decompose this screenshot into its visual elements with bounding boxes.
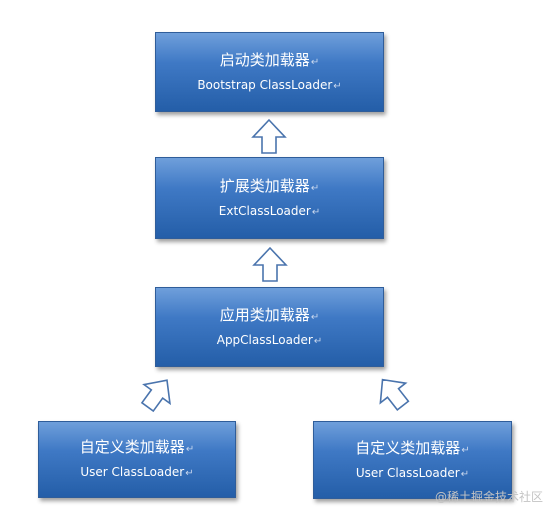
watermark-text: @稀土掘金技术社区 bbox=[434, 490, 543, 504]
bootstrap-classloader-subtitle: Bootstrap ClassLoader bbox=[197, 77, 333, 92]
user-classloader-right-subtitle: User ClassLoader bbox=[355, 465, 460, 480]
user-classloader-right-box: 自定义类加载器↵ User ClassLoader↵ bbox=[313, 421, 512, 499]
arrow-user-left-to-app-icon bbox=[140, 379, 171, 413]
paragraph-mark-icon: ↵ bbox=[310, 311, 320, 323]
paragraph-mark-icon: ↵ bbox=[460, 468, 470, 480]
arrow-app-to-ext-icon bbox=[252, 246, 288, 282]
paragraph-mark-icon: ↵ bbox=[185, 468, 194, 479]
paragraph-mark-icon: ↵ bbox=[461, 444, 470, 456]
paragraph-mark-icon: ↵ bbox=[313, 335, 323, 347]
app-classloader-title: 应用类加载器 bbox=[219, 305, 310, 324]
arrow-user-right-to-app-icon bbox=[379, 378, 410, 412]
ext-classloader-subtitle: ExtClassLoader bbox=[218, 203, 311, 218]
user-classloader-left-title: 自定义类加载器 bbox=[79, 438, 185, 456]
bootstrap-classloader-title: 启动类加载器 bbox=[219, 50, 310, 69]
bootstrap-classloader-box: 启动类加载器↵ Bootstrap ClassLoader↵ bbox=[155, 32, 384, 112]
paragraph-mark-icon: ↵ bbox=[310, 182, 320, 194]
paragraph-mark-icon: ↵ bbox=[310, 56, 320, 68]
app-classloader-box: 应用类加载器↵ AppClassLoader↵ bbox=[155, 287, 384, 367]
app-classloader-subtitle: AppClassLoader bbox=[216, 332, 313, 347]
user-classloader-left-box: 自定义类加载器↵ User ClassLoader↵ bbox=[38, 421, 236, 498]
paragraph-mark-icon: ↵ bbox=[185, 444, 195, 455]
user-classloader-right-title: 自定义类加载器 bbox=[355, 438, 461, 457]
user-classloader-left-subtitle: User ClassLoader bbox=[80, 465, 185, 479]
ext-classloader-box: 扩展类加载器↵ ExtClassLoader↵ bbox=[155, 157, 384, 239]
paragraph-mark-icon: ↵ bbox=[311, 206, 321, 218]
paragraph-mark-icon: ↵ bbox=[333, 80, 342, 92]
arrow-ext-to-bootstrap-icon bbox=[251, 118, 287, 154]
ext-classloader-title: 扩展类加载器 bbox=[219, 176, 310, 195]
